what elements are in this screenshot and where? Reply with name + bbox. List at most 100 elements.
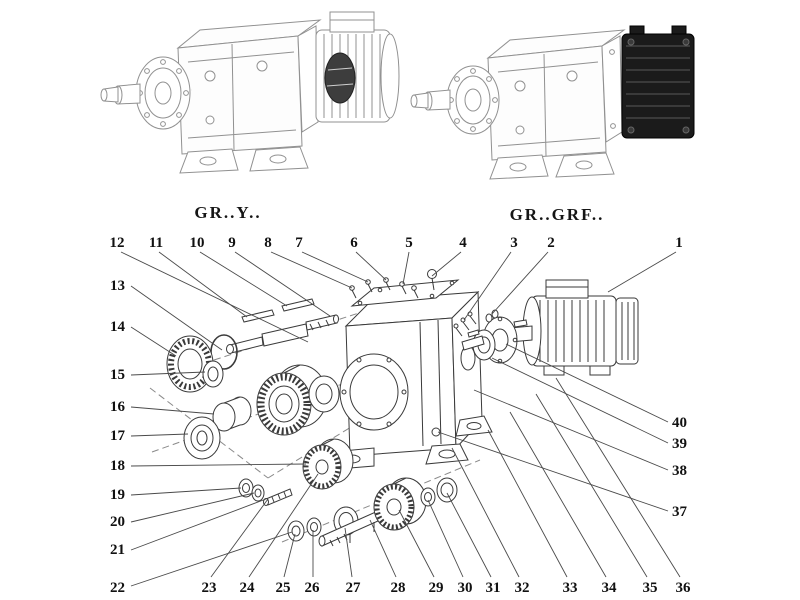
- callout-23: 23: [202, 580, 217, 596]
- leader-line-38: [473, 389, 669, 471]
- leader-line-25: [283, 533, 296, 578]
- leader-line-33: [487, 429, 568, 578]
- callout-34: 34: [602, 580, 618, 596]
- part-washer-20: [251, 484, 265, 502]
- part-bearing-31: [436, 477, 458, 503]
- fan-cowl: [615, 297, 639, 365]
- drain-plug: [205, 115, 215, 125]
- leader-line-17: [130, 433, 189, 437]
- callout-31: 31: [486, 580, 501, 596]
- part-key-1: [241, 309, 275, 323]
- callout-28: 28: [391, 580, 406, 596]
- leader-line-18: [130, 463, 307, 467]
- leader-line-8: [270, 251, 353, 289]
- exploded-view: [149, 269, 639, 547]
- motor-foot: [589, 365, 611, 376]
- leader-line-27: [344, 527, 353, 578]
- part-input-stub-shaft: [461, 335, 485, 351]
- leader-line-36: [555, 377, 681, 578]
- callout-40: 40: [672, 415, 687, 431]
- part-washer-30: [420, 487, 436, 507]
- leader-line-40: [505, 343, 669, 423]
- drain-plug: [515, 125, 525, 135]
- callout-38: 38: [672, 463, 687, 479]
- leader-line-15: [130, 371, 206, 376]
- leader-line-21: [130, 498, 267, 551]
- leader-line-35: [535, 393, 648, 578]
- callout-14: 14: [110, 319, 126, 335]
- callout-3: 3: [510, 235, 518, 251]
- callout-1: 1: [675, 235, 683, 251]
- callout-32: 32: [515, 580, 530, 596]
- assembled-view-gr-grf: [410, 25, 695, 180]
- oil-plug: [256, 60, 268, 72]
- callout-18: 18: [110, 458, 125, 474]
- callout-25: 25: [276, 580, 291, 596]
- leader-line-2: [491, 251, 549, 315]
- leader-line-13: [130, 285, 223, 351]
- leader-line-9: [234, 251, 331, 317]
- callout-33: 33: [563, 580, 578, 596]
- callout-27: 27: [346, 580, 362, 596]
- leader-line-7: [301, 251, 369, 283]
- part-washer-set: [485, 309, 499, 323]
- callout-39: 39: [672, 436, 687, 452]
- callout-22: 22: [110, 580, 125, 596]
- variant-label-right: GR..GRF..: [510, 205, 605, 224]
- leader-line-10: [199, 251, 288, 307]
- leader-line-31: [446, 492, 492, 578]
- leader-line-23: [210, 498, 269, 578]
- callout-6: 6: [350, 235, 358, 251]
- variant-label-left: GR..Y..: [194, 203, 261, 222]
- part-washer-15: [202, 360, 224, 388]
- callout-24: 24: [240, 580, 256, 596]
- leader-line-28: [369, 519, 397, 578]
- terminal-box: [545, 279, 589, 299]
- terminal-box: [329, 11, 375, 33]
- leader-line-37: [437, 431, 669, 512]
- part-washer-26: [306, 517, 322, 537]
- part-stub-key: [467, 329, 480, 338]
- callout-7: 7: [295, 235, 303, 251]
- callout-20: 20: [110, 514, 125, 530]
- callout-4: 4: [459, 235, 467, 251]
- part-helical-gear-large: [256, 364, 328, 436]
- callout-35: 35: [643, 580, 658, 596]
- leader-line-3: [463, 251, 512, 321]
- callout-10: 10: [190, 235, 205, 251]
- oil-plug: [204, 70, 216, 82]
- callout-15: 15: [110, 367, 125, 383]
- leader-line-19: [130, 487, 242, 496]
- part-washer-25: [287, 520, 305, 542]
- callout-29: 29: [429, 580, 444, 596]
- leader-line-20: [130, 492, 255, 523]
- callout-26: 26: [305, 580, 321, 596]
- part-key-2: [281, 298, 315, 312]
- callout-12: 12: [110, 235, 125, 251]
- oil-plug: [514, 80, 526, 92]
- oil-plug: [566, 70, 578, 82]
- leader-line-39: [491, 357, 669, 444]
- callout-17: 17: [110, 428, 126, 444]
- leader-line-34: [509, 411, 607, 578]
- motor-foot: [543, 365, 565, 376]
- callout-19: 19: [110, 487, 125, 503]
- part-bearing-mid: [308, 375, 340, 413]
- motor-shaft-key: [513, 319, 528, 328]
- housing-front-face: [177, 35, 303, 155]
- motor-core: [324, 52, 356, 104]
- leader-line-14: [130, 326, 177, 357]
- callout-16: 16: [110, 399, 126, 415]
- drain-plug: [431, 427, 441, 437]
- part-spacer: [212, 396, 252, 432]
- part-bearing-left: [183, 416, 221, 460]
- callout-5: 5: [405, 235, 413, 251]
- part-gear-mid: [302, 438, 354, 490]
- part-gear-output: [373, 477, 427, 531]
- part-eye-bolt: [427, 269, 437, 291]
- callout-30: 30: [458, 580, 473, 596]
- part-input-shaft: [226, 314, 339, 354]
